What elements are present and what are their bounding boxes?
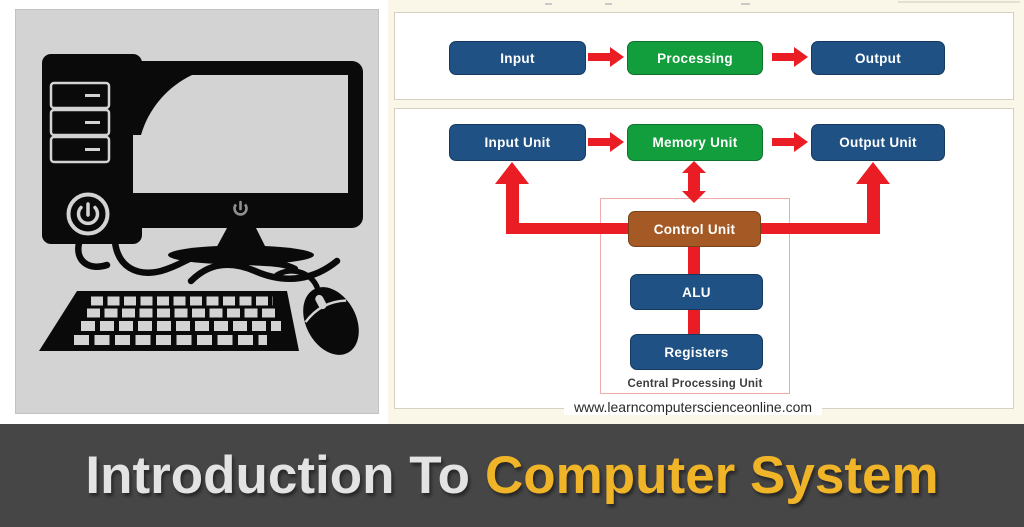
red-arrow-right-icon (588, 132, 624, 152)
website-text: www.learncomputerscienceonline.com (563, 399, 823, 415)
red-double-arrow-down-icon (682, 191, 706, 203)
mouse-icon (274, 268, 359, 355)
desktop-computer-clipart (15, 9, 379, 414)
red-arrow-right-icon (772, 132, 808, 152)
unit-box-output: Output Unit (811, 124, 945, 161)
unit-box-input: Input Unit (449, 124, 586, 161)
red-arrow-up-icon (495, 162, 529, 184)
red-line-vertical (688, 171, 700, 193)
red-connector (688, 308, 700, 334)
website-row: www.learncomputerscienceonline.com (388, 399, 998, 417)
red-line-vertical (867, 183, 880, 234)
illustration-panel (0, 0, 388, 424)
title-banner: Introduction To Computer System (0, 424, 1024, 527)
red-double-arrow-up-icon (682, 161, 706, 173)
crop-artifact (605, 3, 612, 5)
tower-icon (42, 54, 142, 244)
red-line-horizontal (755, 223, 879, 234)
red-line-vertical (506, 183, 519, 234)
crop-artifact (898, 1, 1020, 3)
crop-artifact (545, 3, 552, 5)
cpu-box-registers: Registers (630, 334, 763, 370)
cpu-box-control-unit: Control Unit (628, 211, 761, 247)
crop-artifact (741, 3, 750, 5)
keyboard-icon (39, 291, 299, 351)
screen-glare (133, 75, 192, 135)
title-highlight: Computer System (485, 446, 939, 505)
unit-box-memory: Memory Unit (627, 124, 763, 161)
cpu-caption: Central Processing Unit (627, 378, 763, 390)
red-connector (688, 245, 700, 274)
flow-box-input: Input (449, 41, 586, 75)
red-arrow-right-icon (772, 47, 808, 67)
flow-box-processing: Processing (627, 41, 763, 75)
red-line-horizontal (506, 223, 636, 234)
title-prefix: Introduction To (85, 446, 471, 505)
flow-box-output: Output (811, 41, 945, 75)
diagram-panel: Input Processing Output Input Unit Memor… (388, 0, 1024, 424)
red-arrow-up-icon (856, 162, 890, 184)
cables (75, 238, 341, 285)
cpu-box-alu: ALU (630, 274, 763, 310)
monitor-icon (118, 61, 363, 265)
red-arrow-right-icon (588, 47, 624, 67)
